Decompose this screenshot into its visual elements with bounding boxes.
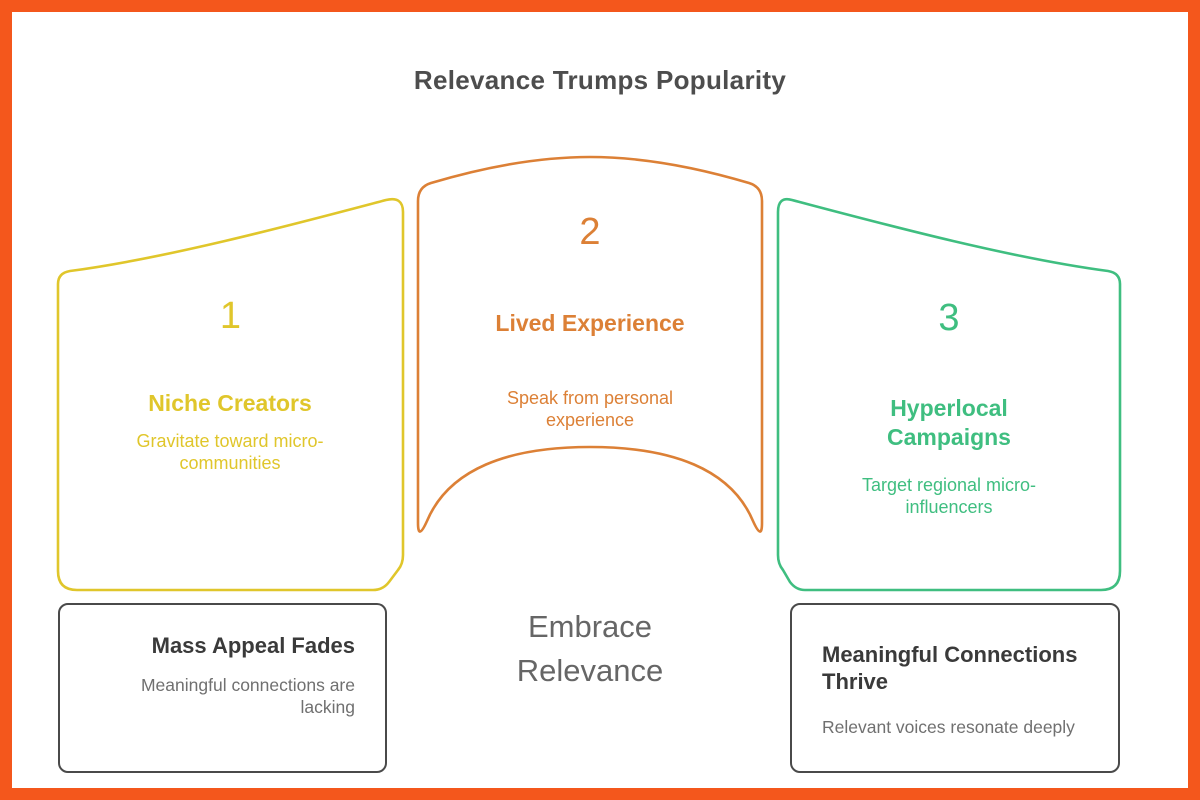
callout-right-description: Relevant voices resonate deeply xyxy=(822,717,1075,737)
step1-description: Gravitate toward micro-communities xyxy=(136,431,324,473)
callout-meaningful-connections: Meaningful Connections Thrive Relevant v… xyxy=(790,603,1120,773)
center-label: Embrace Relevance xyxy=(516,609,664,688)
step3-heading: Hyperlocal Campaigns xyxy=(887,395,1011,450)
page-title: Relevance Trumps Popularity xyxy=(413,65,787,95)
step1-heading: Niche Creators xyxy=(148,390,312,416)
step3-panel-shape xyxy=(776,197,1122,592)
step2-description: Speak from personal experience xyxy=(506,388,674,430)
step3-number: 3 xyxy=(938,297,960,339)
callout-left-description: Meaningful connections are lacking xyxy=(140,675,355,717)
step2-panel-shape xyxy=(416,155,764,533)
callout-right-title: Meaningful Connections Thrive xyxy=(822,642,1078,694)
callout-left-title: Mass Appeal Fades xyxy=(151,633,355,658)
step1-panel-shape xyxy=(56,197,405,592)
callout-mass-appeal: Mass Appeal Fades Meaningful connections… xyxy=(58,603,387,773)
step3-description: Target regional micro-influencers xyxy=(861,475,1037,517)
step2-heading: Lived Experience xyxy=(495,310,685,336)
step2-number: 2 xyxy=(579,211,601,253)
step1-number: 1 xyxy=(219,295,242,337)
